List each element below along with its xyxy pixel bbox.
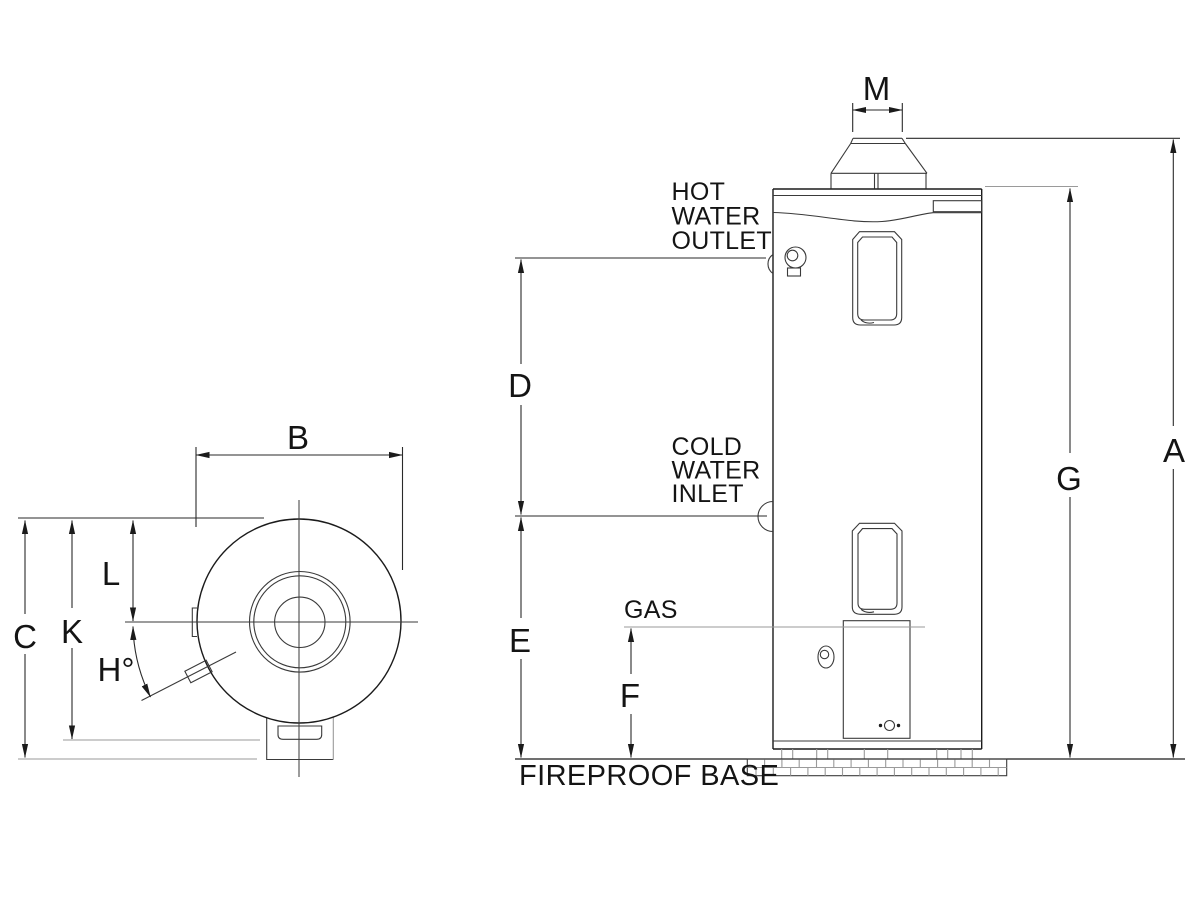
brick-joints-bottom-row (755, 767, 999, 776)
cold-water-inlet-label-line1: COLD (672, 433, 743, 461)
dim-g: G (1053, 188, 1086, 758)
hot-water-outlet-fitting (767, 246, 807, 277)
dim-c-plate (9, 614, 41, 654)
flue-center-circle (274, 596, 326, 649)
upper-access-panel (852, 231, 903, 326)
dim-b-label: B (287, 419, 309, 456)
dim-f: F (614, 628, 646, 758)
gas-valve-knob (817, 645, 835, 669)
dim-h-arc (130, 626, 151, 698)
sight-glass-dot-left (878, 723, 883, 728)
fireproof-base-label: FIREPROOF BASE (519, 760, 779, 792)
dim-k-label: K (61, 613, 83, 650)
dim-m: M (852, 70, 903, 132)
cold-water-inlet-label-line2: WATER (672, 457, 761, 485)
outlet-inner-circle (786, 249, 799, 262)
dim-e-label: E (509, 622, 531, 659)
dim-f-label: F (620, 677, 640, 714)
tank-feet (781, 749, 973, 759)
upper-panel-tab (860, 319, 875, 324)
dim-e: E (504, 517, 537, 758)
dim-d: D (504, 259, 537, 515)
hot-water-outlet-label-line3: OUTLET (672, 227, 772, 255)
tank-body (772, 188, 983, 759)
dim-d-plate (504, 364, 537, 405)
brick-joints-top-row (764, 759, 991, 768)
lower-panel-inner (857, 528, 898, 610)
dim-d-label: D (508, 367, 532, 404)
dim-a: A (1157, 139, 1191, 758)
dim-l-label: L (102, 555, 120, 592)
gas-inlet-fitting (184, 659, 213, 684)
gas-inlet-topview (141, 651, 237, 701)
dim-a-label: A (1163, 432, 1185, 469)
jacket-seam-curve (772, 211, 982, 223)
dim-g-plate (1053, 453, 1086, 497)
dims-ckl: C K L (9, 517, 264, 760)
dim-h-angle: H° (97, 626, 151, 698)
gas-valve-knob-inner (819, 649, 830, 660)
dim-f-plate (614, 674, 646, 714)
dim-b: B (195, 419, 404, 570)
dim-e-plate (504, 618, 537, 659)
dim-h-label: H° (97, 651, 134, 688)
fireproof-brick-base (515, 758, 1185, 777)
gas-label: GAS (624, 596, 678, 624)
annotations: HOT WATER OUTLET COLD WATER INLET GAS FI… (519, 178, 779, 792)
hot-water-outlet-label-line2: WATER (672, 203, 761, 231)
hood-legs-and-flue-pipe (830, 173, 927, 189)
pilot-sight-glass (883, 719, 896, 732)
outlet-nipple (786, 267, 802, 277)
dim-c-label: C (13, 618, 37, 655)
gas-control-box (842, 620, 911, 739)
cold-water-inlet-label-line3: INLET (672, 480, 744, 508)
hood-collar (850, 137, 906, 145)
dim-k-plate (56, 608, 88, 648)
hood-cone (830, 143, 928, 174)
gas-control (817, 620, 911, 739)
outlet-boss-bump (767, 254, 774, 274)
flue-circles (248, 570, 351, 673)
lower-panel-outer (851, 522, 903, 615)
control-box-inner-panel (277, 725, 323, 740)
control-box-outline (266, 700, 334, 761)
dim-a-plate (1157, 426, 1191, 469)
top-view: B C K L H° (9, 419, 418, 777)
hot-water-outlet-label-line1: HOT (672, 178, 726, 206)
flue-outer-ring (248, 570, 351, 673)
gas-inlet-centerline (141, 651, 237, 701)
upper-panel-outer (852, 231, 903, 326)
dim-m-label: M (863, 70, 891, 107)
draft-hood (830, 137, 928, 189)
lower-access-panel (851, 522, 903, 615)
flue-inner-ring (253, 575, 347, 669)
dim-g-label: G (1056, 460, 1082, 497)
upper-panel-inner (857, 236, 898, 321)
rating-plate (932, 200, 983, 213)
sight-glass-dot-right (896, 723, 901, 728)
side-tapping-bracket (191, 607, 197, 638)
lower-panel-tab (860, 608, 875, 613)
side-view: M (504, 70, 1191, 792)
